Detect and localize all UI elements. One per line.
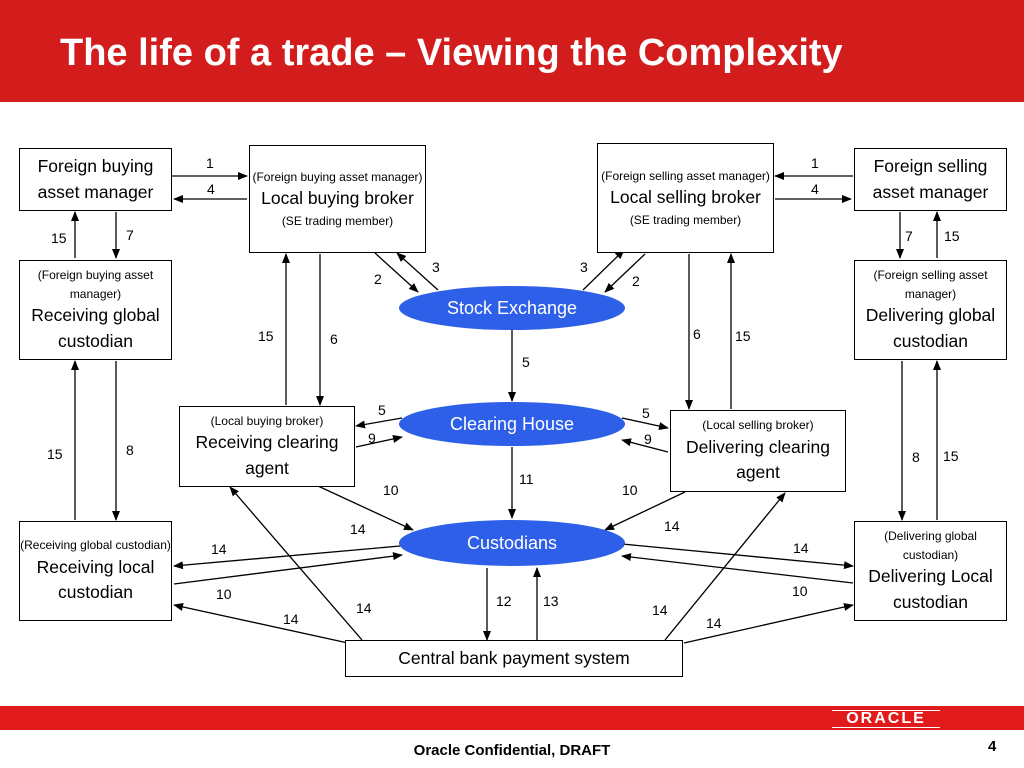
page-number: 4 [988,738,997,755]
receiving-local-custodian-box: (Receiving global custodian) Receiving l… [19,521,172,621]
box-sub-label: (Foreign selling asset manager) [873,268,988,301]
delivering-global-custodian-box: (Foreign selling asset manager) Deliveri… [854,260,1007,360]
footer-text: Oracle Confidential, DRAFT [413,742,611,759]
step-label: 15 [735,328,751,344]
step-label: 2 [374,271,382,287]
box-sub-label: (Local buying broker) [210,413,324,428]
box-sub-label: (Delivering global custodian) [884,529,977,562]
arrow-9-right [621,438,669,453]
arrow-5-right [621,417,669,430]
box-main-label: Receiving global custodian [31,305,160,351]
box-sub-label: (Receiving global custodian) [20,538,171,553]
box-main-label: Central bank payment system [398,647,630,668]
step-label: 9 [368,430,376,446]
step-label: 14 [211,541,227,557]
step-label: 4 [207,181,215,197]
step-label: 6 [330,331,338,347]
box-main-label: Local buying broker [261,188,414,209]
box-main-label: Receiving local custodian [36,556,155,603]
stock-exchange-node: Stock Exchange [399,286,625,330]
arrow-14-cb-right-local [683,603,854,644]
slide-title: The life of a trade – Viewing the Comple… [60,32,843,74]
local-buying-broker-box: (Foreign buying asset manager) Local buy… [249,145,426,253]
step-label: 11 [519,471,534,487]
step-label: 3 [432,259,440,275]
clearing-house-node: Clearing House [399,402,625,446]
step-label: 8 [912,449,920,465]
step-label: 14 [793,540,809,556]
step-label: 5 [522,354,530,370]
box-main-label: Delivering clearing agent [686,436,830,483]
step-label: 5 [642,405,650,421]
arrow-14-right-upper [621,543,854,570]
box-main-label: Foreign buying asset manager [37,156,154,202]
arrow-10-right-lower [621,553,854,584]
step-label: 10 [792,583,808,599]
delivering-clearing-agent-box: (Local selling broker) Delivering cleari… [670,410,846,492]
step-label: 1 [811,155,819,171]
arrow-3-left [396,252,439,291]
custodians-node: Custodians [399,520,625,566]
arrow-5-left [355,417,403,429]
box-sub-label: (Local selling broker) [702,418,814,433]
step-label: 1 [206,155,214,171]
foreign-buying-asset-manager-box: Foreign buying asset manager [19,148,172,211]
arrow-9-left [355,435,403,448]
step-label: 8 [126,442,134,458]
receiving-global-custodian-box: (Foreign buying asset manager) Receiving… [19,260,172,360]
receiving-clearing-agent-box: (Local buying broker) Receiving clearing… [179,406,355,487]
arrow-10-right-upper [604,491,686,531]
step-label: 7 [905,228,913,244]
arrow-10-left-lower [173,552,403,585]
step-label: 13 [543,593,559,609]
step-label: 15 [943,448,959,464]
foreign-selling-asset-manager-box: Foreign selling asset manager [854,148,1007,211]
step-label: 14 [652,602,668,618]
step-label: 10 [383,482,399,498]
step-label: 14 [356,600,372,616]
step-label: 10 [216,586,232,602]
step-label: 3 [580,259,588,275]
arrow-14-cb-left-local [173,603,349,644]
step-label: 7 [126,227,134,243]
arrow-2-right [604,253,646,293]
step-label: 14 [350,521,366,537]
step-label: 14 [664,518,680,534]
step-label: 14 [706,615,722,631]
step-label: 14 [283,611,299,627]
step-label: 15 [944,228,960,244]
box-main-label: Foreign selling asset manager [872,156,989,202]
arrow-14-cb-right-agent [664,492,786,641]
step-label: 9 [644,431,652,447]
step-label: 2 [632,273,640,289]
box-sub-label: (Foreign buying asset manager) [252,169,423,184]
delivering-local-custodian-box: (Delivering global custodian) Delivering… [854,521,1007,621]
arrow-3-right [582,249,625,291]
box-main-label: Receiving clearing agent [195,432,339,478]
step-label: 15 [51,230,67,246]
box-sub-label: (SE trading member) [629,212,742,227]
box-main-label: Delivering global custodian [865,305,996,351]
step-label: 10 [622,482,638,498]
box-sub-label: (Foreign selling asset manager) [601,168,770,183]
box-sub-label: (SE trading member) [281,213,394,228]
step-label: 15 [47,446,63,462]
arrow-14-left-upper [173,545,401,570]
oracle-logo: ORACLE [832,710,940,728]
local-selling-broker-box: (Foreign selling asset manager) Local se… [597,143,774,253]
box-main-label: Local selling broker [610,187,761,208]
step-label: 15 [258,328,274,344]
central-bank-payment-system-box: Central bank payment system [345,640,683,677]
step-label: 12 [496,593,512,609]
arrow-2-left [374,252,419,293]
box-sub-label: (Foreign buying asset manager) [37,268,154,301]
step-label: 6 [693,326,701,342]
arrow-10-left-upper [317,485,414,531]
title-bar: The life of a trade – Viewing the Comple… [0,0,1024,102]
step-label: 5 [378,402,386,418]
box-main-label: Delivering Local custodian [868,566,993,612]
arrow-14-cb-left-agent [229,486,363,641]
step-label: 4 [811,181,819,197]
